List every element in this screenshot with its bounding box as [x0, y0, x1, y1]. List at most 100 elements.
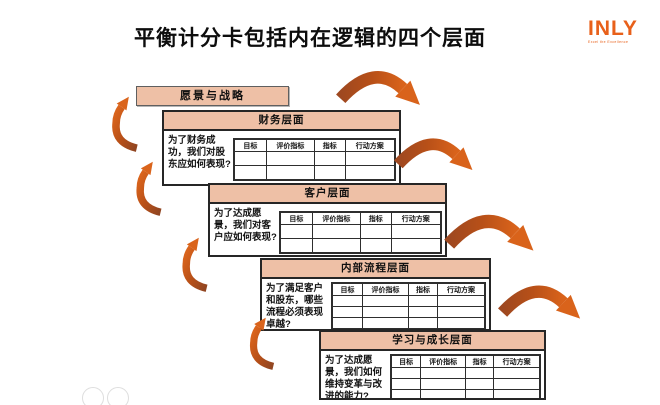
table-header-cell: 行动方案 [390, 211, 442, 225]
question-text: 为了达成愿景，我们对客户应如何表现? [214, 208, 277, 243]
table-cell [331, 317, 364, 329]
table-cell [265, 165, 315, 181]
table-header-cell: 评价指标 [420, 354, 466, 368]
table-cell [390, 238, 442, 254]
curved-arrow-down-3 [442, 210, 542, 264]
watermark-circle [107, 387, 129, 405]
table-cell [390, 224, 442, 239]
table-cell [331, 295, 364, 307]
table-header-cell: 评价指标 [362, 282, 409, 296]
table-cell [493, 378, 541, 390]
table-cell [464, 389, 495, 398]
table-cell [331, 306, 364, 318]
table-row [390, 378, 541, 390]
table-cell [311, 238, 361, 254]
section-learning-growth-header: 学习与成长层面 [321, 332, 544, 351]
table-cell [359, 224, 392, 239]
table-row [390, 367, 541, 379]
section-learning-growth: 学习与成长层面 为了达成愿景，我们如何维持变革与改进的能力? 目标 评价指标 指… [319, 330, 546, 400]
table-cell [362, 317, 409, 329]
table-header-cell: 指标 [359, 211, 392, 225]
curved-arrow-down-2 [392, 130, 480, 186]
table-row [279, 224, 442, 239]
logo-wordmark: INLY [588, 17, 638, 40]
table-cell [493, 389, 541, 398]
table-cell [313, 151, 346, 166]
table-cell [362, 306, 409, 318]
table-cell [493, 367, 541, 379]
table-header-row: 目标 评价指标 指标 行动方案 [331, 282, 486, 296]
question-text: 为了满足客户和股东，哪些流程必须表现卓越? [266, 283, 324, 330]
page-title: 平衡计分卡包括内在逻辑的四个层面 [134, 27, 486, 50]
section-internal-process: 内部流程层面 为了满足客户和股东，哪些流程必须表现卓越? 目标 评价指标 指标 … [260, 258, 491, 331]
section-customer: 客户层面 为了达成愿景，我们对客户应如何表现? 目标 评价指标 指标 行动方案 [208, 183, 447, 257]
table-header-cell: 评价指标 [311, 211, 361, 225]
watermark-circle [82, 387, 104, 405]
section-learning-growth-body: 为了达成愿景，我们如何维持变革与改进的能力? 目标 评价指标 指标 行动方案 [321, 351, 544, 400]
table-header-row: 目标 评价指标 指标 行动方案 [279, 211, 442, 225]
section-internal-process-body: 为了满足客户和股东，哪些流程必须表现卓越? 目标 评价指标 指标 行动方案 [262, 279, 489, 330]
table-cell [464, 378, 495, 390]
table-header-cell: 行动方案 [437, 282, 486, 296]
section-customer-body: 为了达成愿景，我们对客户应如何表现? 目标 评价指标 指标 行动方案 [210, 204, 445, 254]
table-row [279, 238, 442, 254]
table-cell [390, 389, 422, 398]
table-row [331, 295, 486, 307]
section-financial-header: 财务层面 [164, 112, 399, 131]
table-cell [279, 238, 313, 254]
table-cell [407, 317, 439, 329]
table-header-cell: 评价指标 [265, 138, 315, 152]
company-logo: INLY Excel the Excellence [588, 18, 650, 45]
table-cell [437, 317, 486, 329]
table-row [331, 317, 486, 329]
table-cell [407, 295, 439, 307]
table-header-cell: 指标 [313, 138, 346, 152]
table-row [331, 306, 486, 318]
table-header-row: 目标 评价指标 指标 行动方案 [233, 138, 396, 152]
table-header-cell: 行动方案 [493, 354, 541, 368]
table-cell [437, 306, 486, 318]
table-cell [390, 378, 422, 390]
section-financial: 财务层面 为了财务成功，我们对股东应如何表现? 目标 评价指标 指标 行动方案 [162, 110, 401, 186]
section-internal-process-header: 内部流程层面 [262, 260, 489, 279]
table-cell [344, 151, 396, 166]
section-financial-body: 为了财务成功，我们对股东应如何表现? 目标 评价指标 指标 行动方案 [164, 131, 399, 181]
table-header-cell: 目标 [279, 211, 313, 225]
table-cell [390, 367, 422, 379]
table-header-cell: 指标 [464, 354, 495, 368]
logo-tagline: Excel the Excellence [588, 40, 629, 44]
table-header-cell: 行动方案 [344, 138, 396, 152]
section-customer-header: 客户层面 [210, 185, 445, 204]
bsc-table: 目标 评价指标 指标 行动方案 [279, 211, 442, 254]
table-cell [265, 151, 315, 166]
table-cell [359, 238, 392, 254]
table-cell [233, 165, 267, 181]
table-cell [420, 367, 466, 379]
table-cell [344, 165, 396, 181]
bsc-table: 目标 评价指标 指标 行动方案 [233, 138, 396, 181]
curved-arrow-down-4 [496, 278, 588, 334]
table-cell [362, 295, 409, 307]
table-cell [279, 224, 313, 239]
question-text: 为了达成愿景，我们如何维持变革与改进的能力? [325, 355, 383, 400]
table-row [390, 389, 541, 398]
table-row [233, 165, 396, 181]
bsc-table: 目标 评价指标 指标 行动方案 [331, 282, 486, 329]
table-cell [407, 306, 439, 318]
table-cell [437, 295, 486, 307]
table-cell [313, 165, 346, 181]
question-text: 为了财务成功，我们对股东应如何表现? [168, 135, 231, 170]
table-cell [233, 151, 267, 166]
table-header-cell: 指标 [407, 282, 439, 296]
table-cell [464, 367, 495, 379]
table-header-cell: 目标 [331, 282, 364, 296]
table-header-row: 目标 评价指标 指标 行动方案 [390, 354, 541, 368]
vision-strategy-box: 愿景与战略 [136, 86, 289, 106]
table-cell [420, 378, 466, 390]
table-header-cell: 目标 [233, 138, 267, 152]
table-header-cell: 目标 [390, 354, 422, 368]
table-row [233, 151, 396, 166]
table-cell [420, 389, 466, 398]
table-cell [311, 224, 361, 239]
